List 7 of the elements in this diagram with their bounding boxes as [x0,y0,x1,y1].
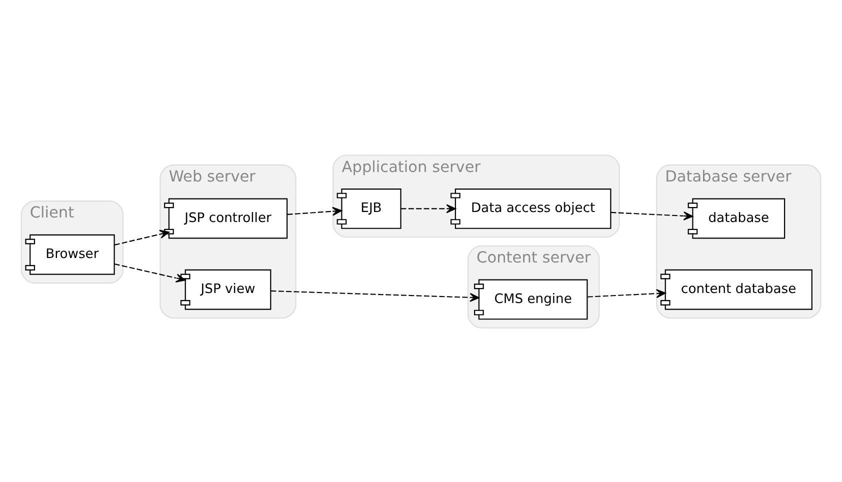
arrow [610,210,694,220]
arrow [114,229,170,245]
arrow [270,290,480,302]
arrow [588,288,666,298]
arrow [400,204,456,213]
arrow [287,206,342,216]
arrow [114,262,186,282]
